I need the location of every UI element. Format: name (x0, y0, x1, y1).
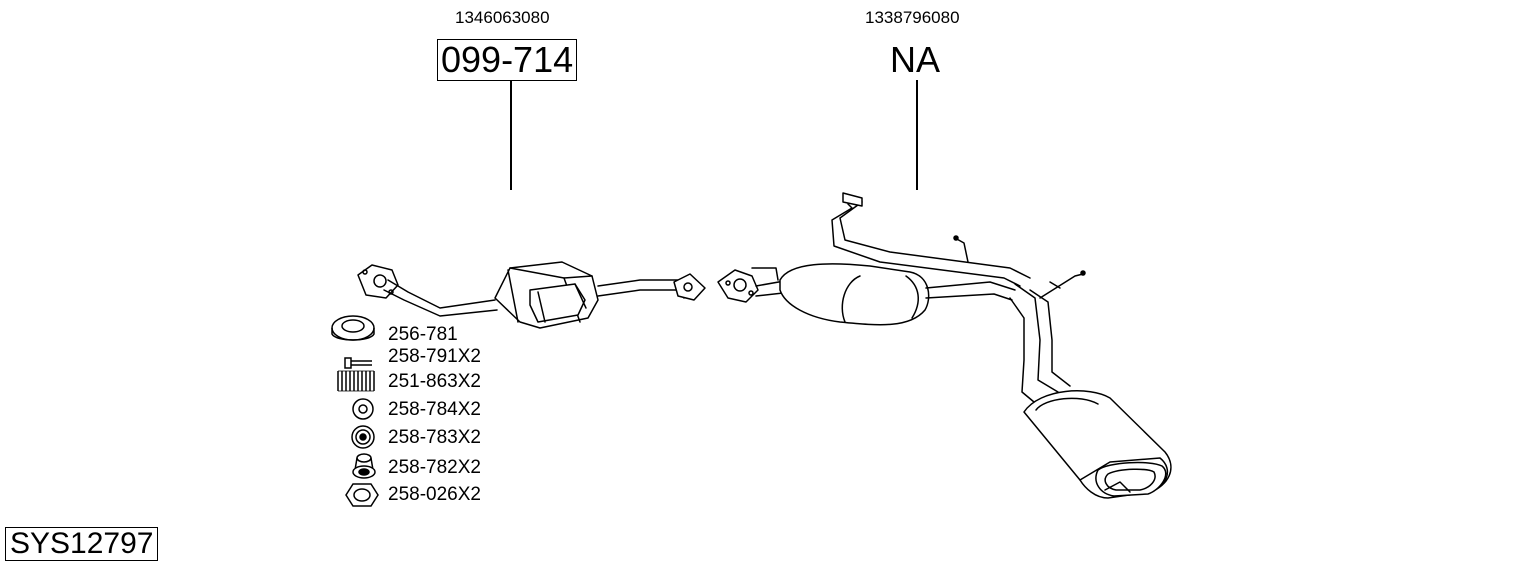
accessory-label-rubber-mount: 258-783X2 (388, 427, 481, 448)
leader-line-rear (916, 80, 918, 190)
front-pipe-catalyst[interactable] (357, 261, 706, 329)
oem-number-rear: 1338796080 (865, 8, 960, 27)
accessory-label-gasket: 256-781 (388, 324, 458, 345)
bolt-icon (344, 357, 372, 369)
part-number-rear[interactable]: NA (890, 39, 941, 80)
rear-silencer-assembly[interactable] (717, 192, 1172, 499)
accessory-label-spring: 251-863X2 (388, 371, 481, 392)
accessory-label-bolt: 258-791X2 (388, 346, 481, 367)
rubber-mount-icon (351, 425, 375, 449)
accessory-label-washer: 258-784X2 (388, 399, 481, 420)
rubber-bush-icon (352, 453, 376, 479)
gasket-ring-icon (331, 315, 375, 341)
oem-number-front: 1346063080 (455, 8, 550, 27)
accessory-label-hex-nut: 258-026X2 (388, 484, 481, 505)
accessory-label-rubber-bush: 258-782X2 (388, 457, 481, 478)
washer-icon (352, 398, 374, 420)
part-number-front-box[interactable]: 099-714 (437, 39, 578, 81)
hex-nut-icon (345, 483, 379, 507)
spring-icon (337, 370, 375, 392)
leader-line-front (510, 80, 512, 190)
system-id-box: SYS12797 (5, 527, 159, 561)
